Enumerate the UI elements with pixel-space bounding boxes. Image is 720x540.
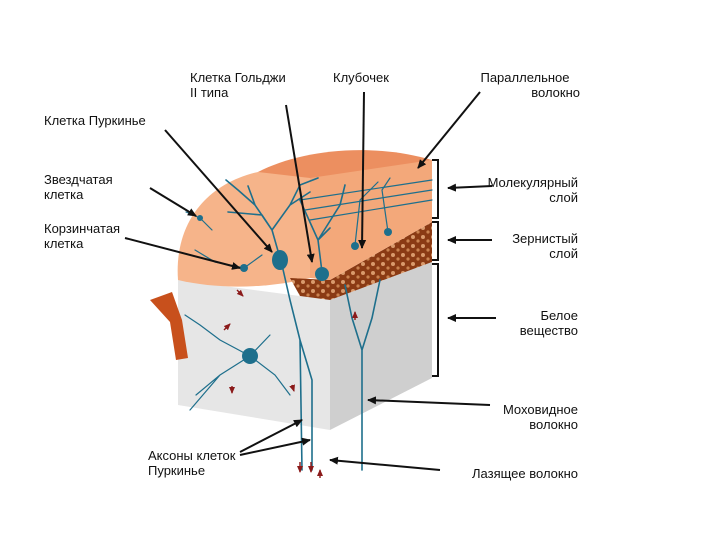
bracket-granular (432, 221, 439, 261)
leader-climbing (329, 456, 441, 471)
molecular-layer-side (310, 160, 432, 280)
molecular-layer-top (258, 150, 432, 178)
leader-axons-2 (239, 437, 311, 456)
label-golgi-cell: Клетка Гольджи II типа (190, 70, 286, 100)
lower-neuron-processes (184, 314, 291, 411)
label-parallel-fiber: Параллельное волокно (480, 70, 580, 100)
basket-soma (240, 264, 248, 272)
tissue-block (150, 150, 432, 430)
leader-stellate (149, 187, 197, 217)
leader-golgi (285, 104, 315, 263)
layer-brackets (432, 159, 439, 377)
granular-layer-side (330, 222, 432, 300)
label-basket-cell: Корзинчатая клетка (44, 221, 121, 251)
granule-soma-1 (351, 242, 359, 250)
leader-mossy (367, 396, 491, 406)
bracket-molecular (432, 159, 439, 219)
purkinje-axon (281, 264, 313, 471)
label-mossy-fiber: Моховидное волокно (502, 402, 578, 432)
purkinje-soma (272, 250, 288, 270)
granule-soma-2 (384, 228, 392, 236)
leader-purkinje (164, 129, 273, 253)
label-stellate-cell: Звездчатая клетка (44, 172, 113, 202)
white-matter-side (330, 262, 432, 430)
label-glomerulus: Клубочек (333, 70, 389, 85)
leader-molecular (447, 183, 493, 192)
label-purkinje-axons: Аксоны клеток Пуркинье (148, 448, 236, 478)
lower-soma (242, 348, 258, 364)
leader-basket (124, 237, 241, 270)
label-climbing-fiber: Лазящее волокно (472, 466, 578, 481)
cell-bodies (197, 215, 392, 364)
signal-arrows (223, 289, 358, 478)
leader-axons-1 (239, 419, 303, 453)
mossy-fiber-path (344, 279, 381, 471)
leader-lines (124, 91, 496, 471)
side-tissue (150, 292, 188, 360)
granular-layer-front (290, 278, 330, 300)
stellate-soma (197, 215, 203, 221)
label-white-matter: Белое вещество (519, 308, 578, 338)
bracket-white-matter (432, 263, 439, 377)
parallel-fibers (299, 179, 433, 221)
leader-parallel (417, 91, 481, 169)
purkinje-dendrites (225, 177, 319, 259)
label-molecular-layer: Молекулярный слой (487, 175, 578, 205)
golgi-soma (315, 267, 329, 281)
label-granular-layer: Зернистый слой (512, 231, 578, 261)
label-purkinje-cell: Клетка Пуркинье (44, 113, 146, 128)
granule-axons (354, 177, 391, 246)
leader-glomerulus (358, 91, 367, 249)
